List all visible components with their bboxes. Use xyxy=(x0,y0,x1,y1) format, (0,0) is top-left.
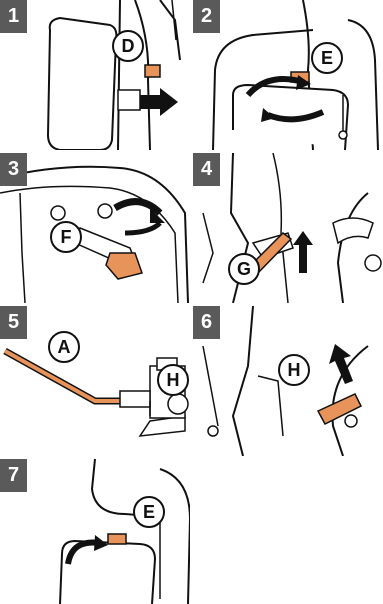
callout-label: D xyxy=(112,30,144,62)
step-number: 7 xyxy=(0,459,27,492)
step-6-panel: 6 H xyxy=(193,306,383,456)
callout-label: H xyxy=(157,364,189,396)
callout-label: G xyxy=(228,253,260,285)
step-2-panel: 2 E xyxy=(193,0,383,150)
step-number: 4 xyxy=(193,153,220,186)
callout-label: E xyxy=(133,496,165,528)
callout-label: F xyxy=(50,221,82,253)
callout-label: E xyxy=(311,42,343,74)
fuel-cap-illustration xyxy=(0,0,190,150)
step-7-panel: 7 E xyxy=(0,459,190,604)
step-1-panel: 1 D xyxy=(0,0,190,150)
fuel-valve-illustration xyxy=(0,153,190,303)
step-number: 2 xyxy=(193,0,220,33)
step-4-panel: 4 G xyxy=(193,153,383,303)
choke-lever-illustration xyxy=(193,153,383,303)
step-number: 5 xyxy=(0,306,27,339)
fuel-cap-illustration xyxy=(0,459,190,604)
step-number: 6 xyxy=(193,306,220,339)
step-5-panel: 5 A H xyxy=(0,306,190,456)
fuel-cap-illustration xyxy=(193,0,383,150)
step-number: 3 xyxy=(0,153,27,186)
step-3-panel: 3 F xyxy=(0,153,190,303)
callout-label: A xyxy=(48,331,80,363)
step-number: 1 xyxy=(0,0,27,33)
callout-label: H xyxy=(278,354,310,386)
